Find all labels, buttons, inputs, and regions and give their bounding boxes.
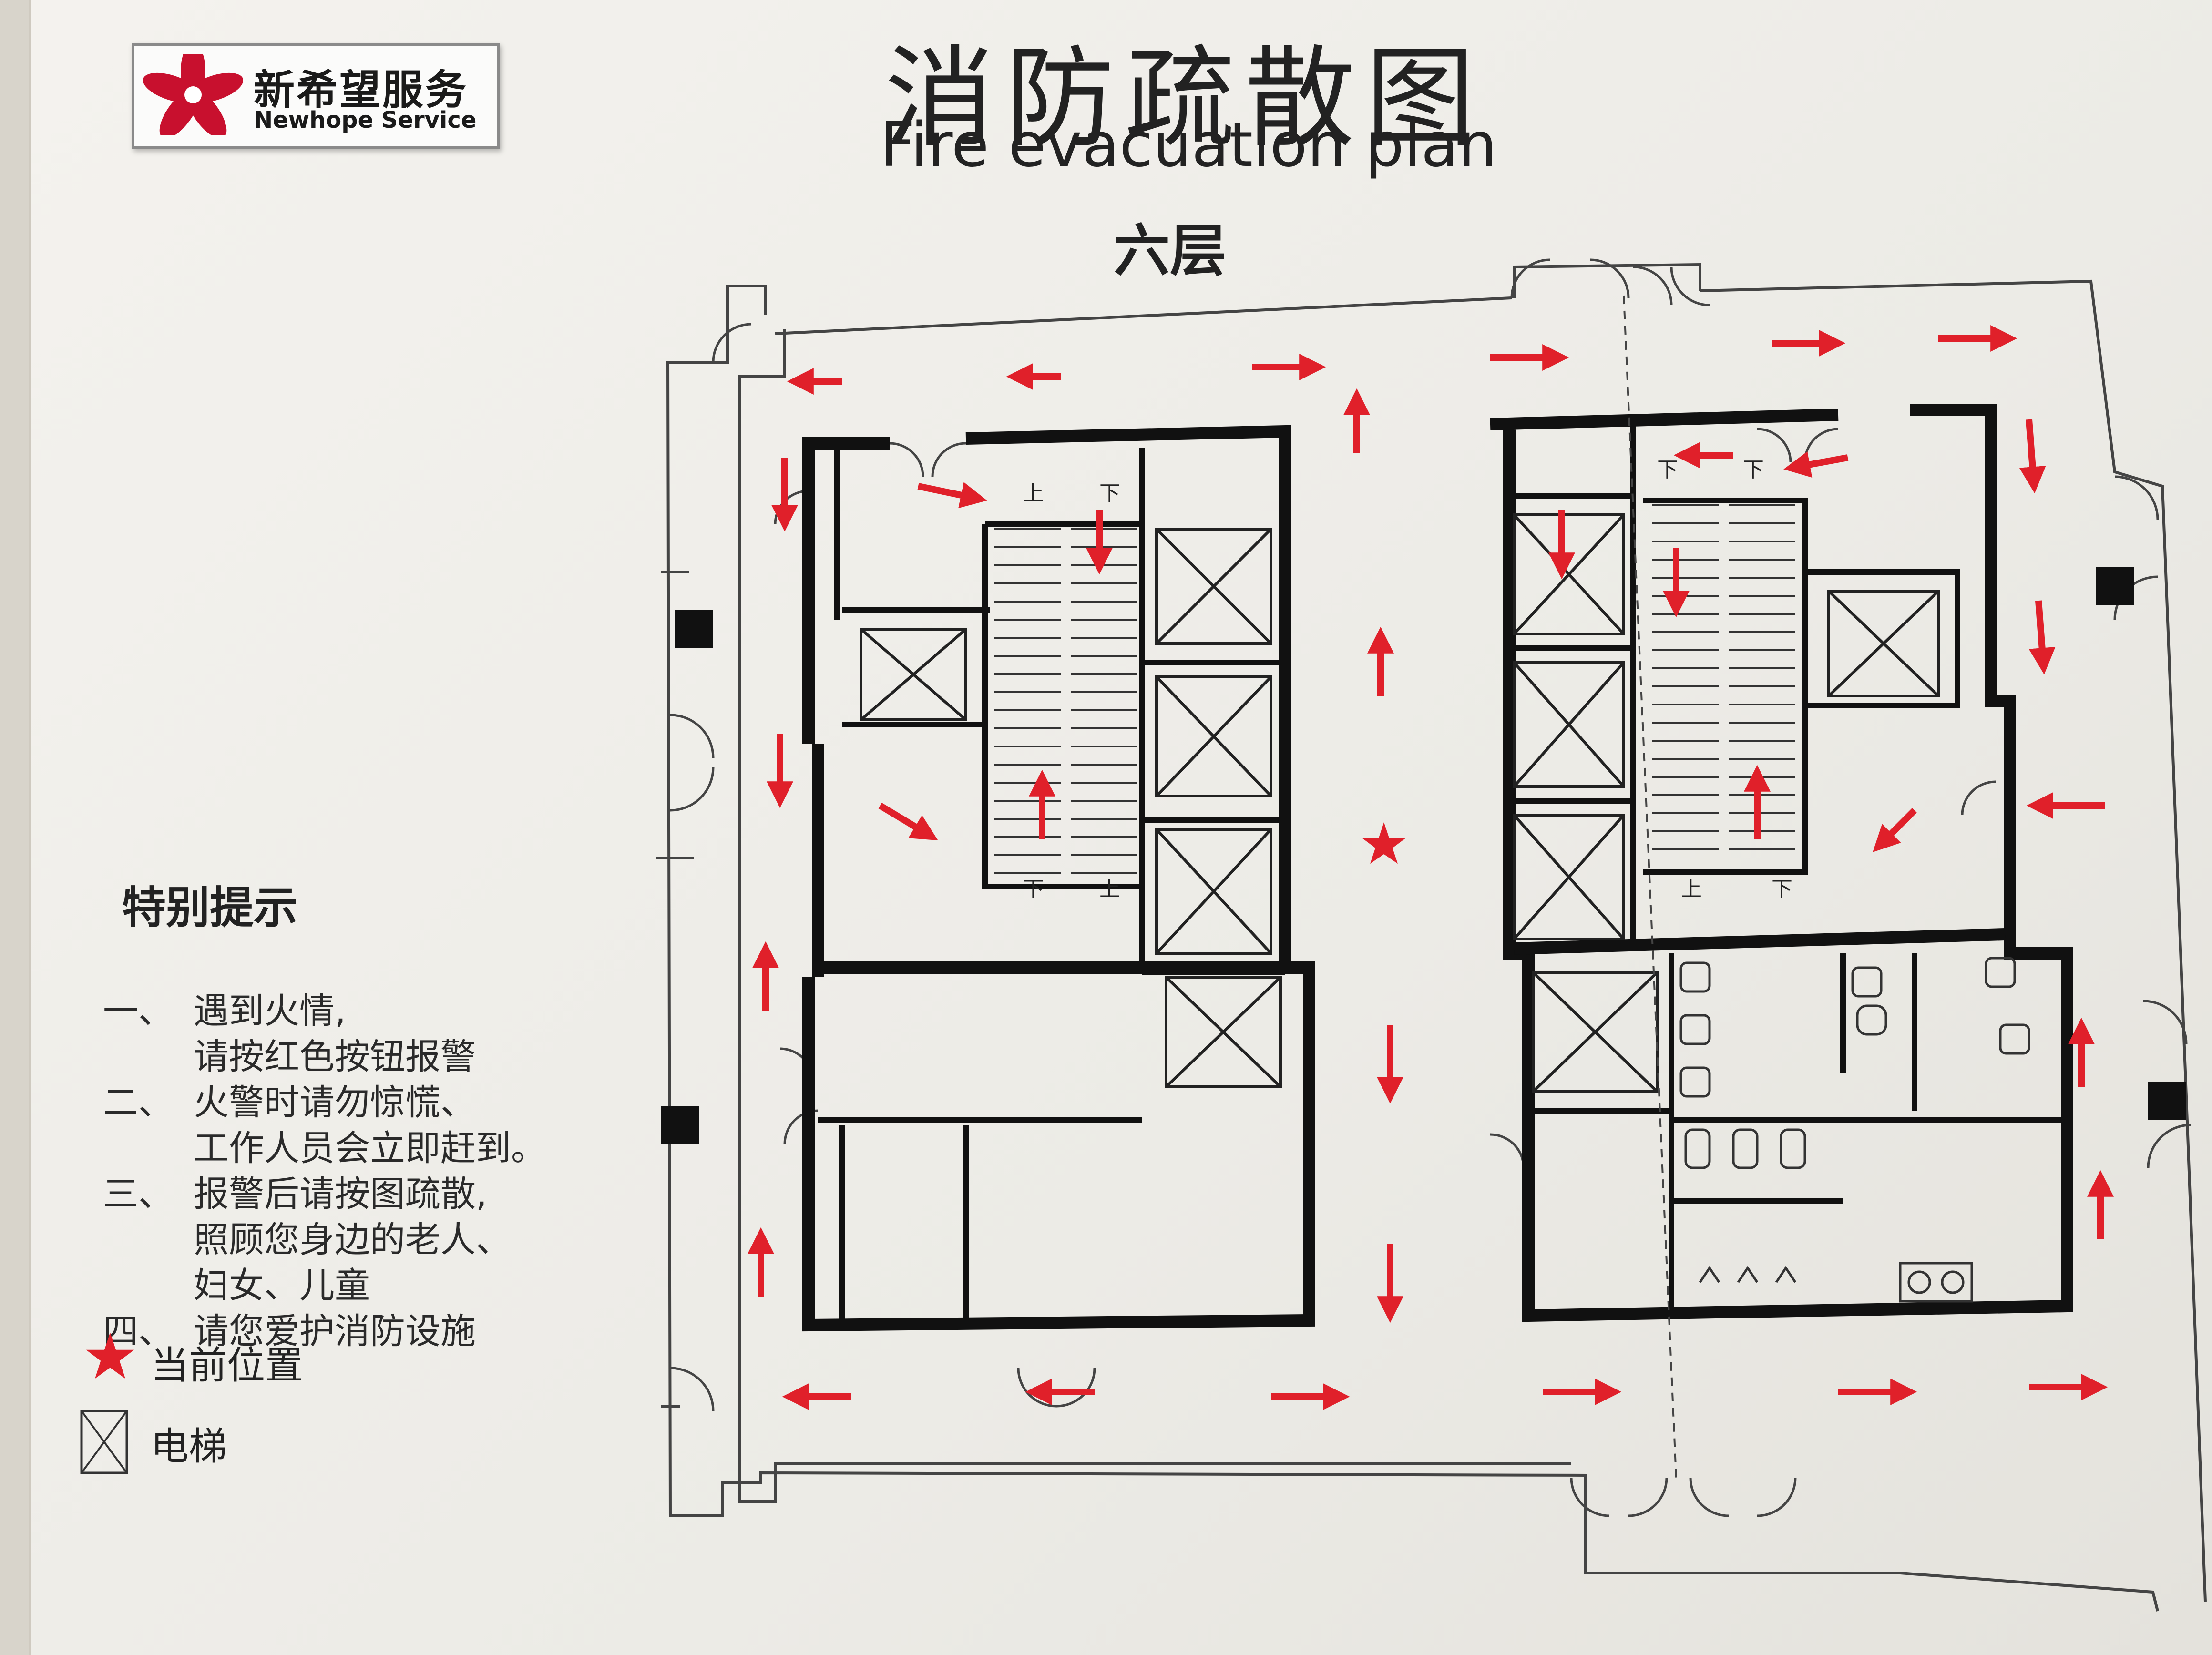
notice-item: 一、 遇到火情, 请按红色按钮报警 (84, 988, 670, 1080)
stair-down-label: 下 (1099, 481, 1120, 506)
notice-item: 二、 火警时请勿惊慌、 工作人员会立即赶到。 (84, 1080, 670, 1171)
legend-label: 电梯 (151, 1424, 227, 1469)
title-english: Fire evacuation plan (880, 110, 1497, 181)
floor-plan: 上 下 下 上 下 下 上 下 (656, 258, 2207, 1612)
elevator-icon (80, 1410, 128, 1474)
logo-name-en: Newhope Service (254, 107, 477, 133)
newhope-logo: 新希望服务 Newhope Service (132, 43, 500, 149)
notice-line: 火警时请勿惊慌、 (194, 1082, 476, 1123)
stair-down-label: 下 (1772, 877, 1792, 901)
star-icon (86, 1332, 134, 1379)
notice-item: 四、 请您爱护消防设施 (84, 1308, 670, 1354)
alarm-button-icon (2096, 567, 2134, 605)
notice-line: 照顾您身边的老人、 (194, 1219, 511, 1260)
evacuation-arrows (748, 325, 2114, 1410)
elevators (860, 513, 1940, 1093)
stair-down-label: 下 (1023, 877, 1044, 901)
title-chinese: 消防疏散图 (885, 35, 1486, 163)
evacuation-arrow-icon (2019, 419, 2046, 494)
notice-number: 一、 (103, 991, 174, 1032)
notice-number: 二、 (103, 1082, 174, 1123)
evacuation-arrow-icon (1873, 808, 1917, 852)
staircases (994, 504, 1795, 874)
notice-heading: 特别提示 (122, 882, 298, 933)
evacuation-arrow-icon (1783, 451, 1849, 478)
core-walls (802, 404, 2073, 1332)
newhope-flower-icon (143, 54, 243, 135)
interior-walls (818, 424, 2062, 1320)
notice-line: 工作人员会立即赶到。 (194, 1128, 546, 1169)
notice-item: 三、 报警后请按图疏散, 照顾您身边的老人、 妇女、儿童 (84, 1171, 670, 1308)
notice-line: 请按红色按钮报警 (194, 1036, 476, 1077)
stair-up-label: 上 (1099, 877, 1120, 901)
evacuation-sign-board: 新希望服务 Newhope Service 消防疏散图 Fire evacuat… (29, 0, 2212, 1655)
notice-number: 四、 (103, 1311, 174, 1352)
outer-walls (656, 263, 2207, 1612)
fire-alarm-buttons (661, 567, 2186, 1144)
legend-label: 当前位置 (151, 1343, 303, 1388)
logo-name-cn: 新希望服务 (254, 66, 468, 114)
stair-up-label: 上 (1681, 877, 1702, 901)
alarm-button-icon (2148, 1082, 2186, 1120)
alarm-button-icon (661, 1106, 699, 1144)
notice-line: 遇到火情, (194, 991, 346, 1032)
notice-number: 三、 (103, 1174, 174, 1215)
notice-line: 请您爱护消防设施 (194, 1311, 476, 1352)
notice-line: 报警后请按图疏散, (194, 1174, 487, 1215)
evacuation-arrow-icon (878, 802, 938, 840)
notice-line: 妇女、儿童 (194, 1265, 370, 1306)
stair-down-label: 下 (1657, 458, 1678, 482)
special-notice: 特别提示 一、 遇到火情, 请按红色按钮报警 二、 火警时请勿惊慌、 工作人员会… (84, 872, 670, 1354)
floor-label: 六层 (1114, 218, 1227, 284)
current-position-star-icon (1362, 822, 1406, 864)
restroom-fixtures (1679, 957, 2030, 1303)
stair-down-label: 下 (1743, 458, 1764, 482)
evacuation-arrow-icon (2028, 600, 2056, 675)
evacuation-arrow-icon (917, 482, 987, 509)
alarm-button-icon (675, 610, 713, 648)
stair-up-label: 上 (1023, 481, 1044, 506)
